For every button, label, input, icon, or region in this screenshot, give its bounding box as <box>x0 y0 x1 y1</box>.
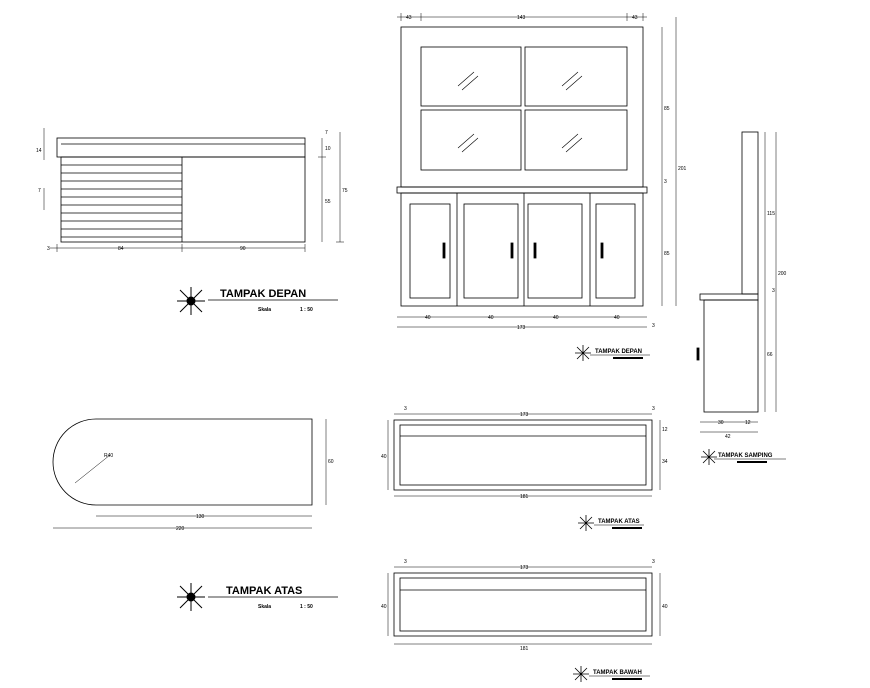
dim-top-b: 10 <box>325 146 331 152</box>
dim-side-ledge: 3 <box>772 288 775 294</box>
dim-cab-total-h: 201 <box>678 166 687 172</box>
dim-side-upper: 115 <box>767 211 775 217</box>
dim-glass-h: 85 <box>664 106 670 112</box>
title-front-cabinet: TAMPAK DEPAN <box>595 349 642 355</box>
dim-height-body: 55 <box>325 199 331 205</box>
dim-cab-edge: 3 <box>652 323 655 329</box>
dim-door-3: 40 <box>553 315 559 321</box>
dim-botcab-depth: 40 <box>381 604 387 610</box>
dim-top-a: 7 <box>325 130 328 136</box>
title-bottom-cabinet: TAMPAK BAWAH <box>593 670 642 676</box>
top-desk-drawing <box>52 418 327 529</box>
front-cabinet-drawing <box>396 13 677 328</box>
dim-cab-side-right: 43 <box>632 15 638 21</box>
top-cabinet-drawing <box>387 413 661 497</box>
dim-botcab-edge-l: 3 <box>404 559 407 565</box>
dim-botcab-inner-d: 40 <box>662 604 668 610</box>
title-front-desk: TAMPAK DEPAN <box>220 288 306 300</box>
dim-top-straight: 130 <box>196 514 205 520</box>
compass-icon <box>573 666 589 682</box>
compass-icon <box>701 449 717 465</box>
dim-slat: 7 <box>38 188 41 194</box>
compass-icon <box>177 583 205 611</box>
title-top-desk: TAMPAK ATAS <box>226 585 302 597</box>
dim-side-total-h: 200 <box>778 271 787 277</box>
dim-topcab-back: 12 <box>662 427 668 433</box>
title-top-cabinet: TAMPAK ATAS <box>598 519 640 525</box>
compass-icon <box>575 345 591 361</box>
desk-body <box>60 156 306 243</box>
dim-side-lower: 66 <box>767 352 773 358</box>
dim-top-depth: 60 <box>328 459 334 465</box>
dim-shelf: 3 <box>664 179 667 185</box>
dim-radius: R40 <box>104 453 113 459</box>
dim-topcab-edge-l: 3 <box>404 406 407 412</box>
compass-icon <box>177 287 205 315</box>
dim-side-depth-b: 12 <box>745 420 751 426</box>
dim-cab-total: 173 <box>517 325 526 331</box>
dim-door-1: 40 <box>425 315 431 321</box>
dim-edge: 3 <box>47 246 50 252</box>
dim-top-c: 14 <box>36 148 42 154</box>
dim-cab-side-left: 43 <box>406 15 412 21</box>
dim-right-width: 90 <box>240 246 246 252</box>
title-side: TAMPAK SAMPING <box>718 453 773 459</box>
front-desk-drawing <box>43 128 344 252</box>
scale-label-top: Skala <box>258 604 271 610</box>
scale-label-front: Skala <box>258 307 271 313</box>
dim-topcab-edge-r: 3 <box>652 406 655 412</box>
dim-topcab-inner: 173 <box>520 412 529 418</box>
dim-top-total: 220 <box>176 526 185 532</box>
dim-side-depth-a: 30 <box>718 420 724 426</box>
dim-door-2: 40 <box>488 315 494 321</box>
dim-botcab-total: 181 <box>520 646 529 652</box>
scale-value-front: 1 : 50 <box>300 307 313 313</box>
dim-height-total: 75 <box>342 188 348 194</box>
dim-botcab-edge-r: 3 <box>652 559 655 565</box>
dim-left-width: 84 <box>118 246 124 252</box>
bottom-cabinet-drawing <box>387 566 661 645</box>
dim-door-4: 40 <box>614 315 620 321</box>
side-view-drawing <box>696 131 777 433</box>
compass-icon <box>578 515 594 531</box>
dim-topcab-total: 181 <box>520 494 529 500</box>
dim-botcab-inner: 173 <box>520 565 529 571</box>
dim-base-h: 85 <box>664 251 670 257</box>
desk-top-slab <box>56 137 306 158</box>
dim-side-total-d: 42 <box>725 434 731 440</box>
dim-topcab-inner-d: 34 <box>662 459 668 465</box>
dim-topcab-depth: 40 <box>381 454 387 460</box>
scale-value-top: 1 : 50 <box>300 604 313 610</box>
dim-cab-top-mid: 143 <box>517 15 526 21</box>
